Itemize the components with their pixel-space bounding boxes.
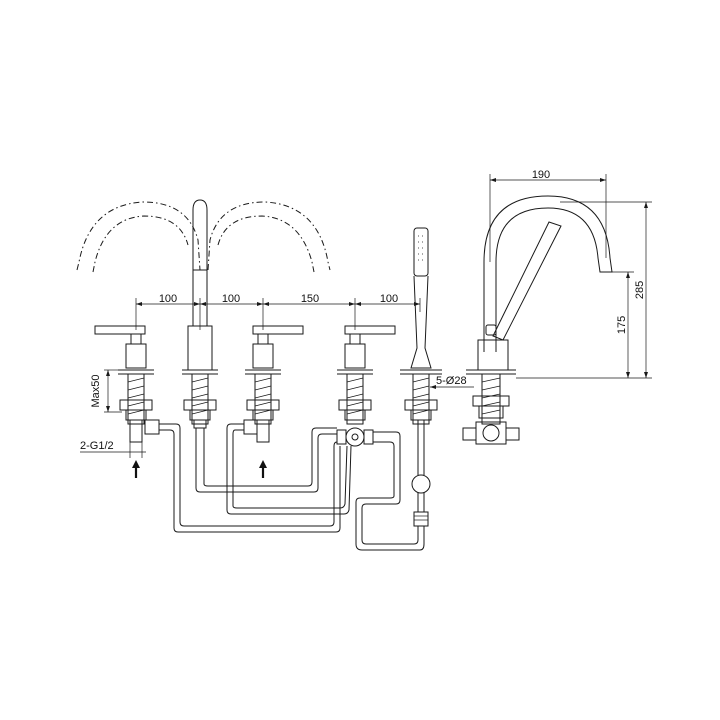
dim-hole: 5-Ø28 bbox=[436, 375, 467, 387]
dim-100-b: 100 bbox=[222, 293, 240, 305]
hose-weight bbox=[411, 474, 431, 494]
shower-head bbox=[413, 227, 429, 277]
dim-max50: Max50 bbox=[90, 374, 102, 407]
dim-190: 190 bbox=[532, 169, 550, 181]
dim-100-a: 100 bbox=[159, 293, 177, 305]
spout-shank bbox=[191, 373, 209, 425]
spout-swing-right-inner bbox=[217, 215, 315, 273]
dim-100-c: 100 bbox=[380, 293, 398, 305]
spout-swing-right bbox=[207, 201, 331, 271]
side-view bbox=[462, 195, 613, 445]
side-lever bbox=[492, 221, 562, 341]
spout-swing-left-inner bbox=[92, 215, 189, 273]
dimension-labels: 100 100 150 100 190 285 175 Max50 2-G1/2… bbox=[80, 169, 646, 452]
side-spout bbox=[483, 195, 613, 352]
spout-swing-left bbox=[76, 201, 201, 271]
spout-assembly bbox=[76, 199, 331, 429]
lever-handle-diverter bbox=[344, 325, 396, 335]
dim-175: 175 bbox=[616, 316, 628, 334]
valve-left bbox=[94, 325, 166, 443]
dimension-lines bbox=[80, 174, 652, 458]
lever-handle-center bbox=[252, 325, 304, 335]
spout-neck bbox=[192, 199, 208, 270]
valve-diverter bbox=[336, 325, 396, 447]
inlet-arrows bbox=[132, 460, 267, 478]
connecting-pipes bbox=[166, 423, 425, 551]
dim-285: 285 bbox=[634, 281, 646, 299]
valve-center bbox=[237, 325, 304, 443]
dim-thread: 2-G1/2 bbox=[80, 440, 114, 452]
dim-150: 150 bbox=[301, 293, 319, 305]
lever-handle-left bbox=[94, 325, 146, 335]
diverter-block bbox=[345, 427, 365, 447]
hand-shower bbox=[400, 227, 442, 527]
